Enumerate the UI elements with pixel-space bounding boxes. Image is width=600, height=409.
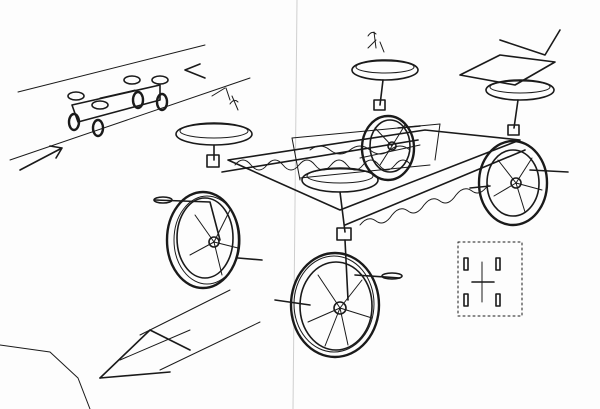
wheel-rear-right [469,139,569,227]
road-arrow-sketch [99,289,261,379]
seat-front-left [175,95,253,168]
wheel-rear-left [274,239,403,359]
corner-note [2,352,94,409]
handlebar-marks [211,39,385,101]
wheel-front-right [360,114,421,182]
overview-sketch [9,44,251,171]
seat-front-right [351,31,419,111]
paper-fold-line [292,0,298,409]
torn-corner [0,344,91,409]
seat-rear-right [459,29,561,136]
seat-rear-left [301,167,379,241]
wheel-front-left [153,190,263,290]
plan-view-diagram [457,241,523,317]
